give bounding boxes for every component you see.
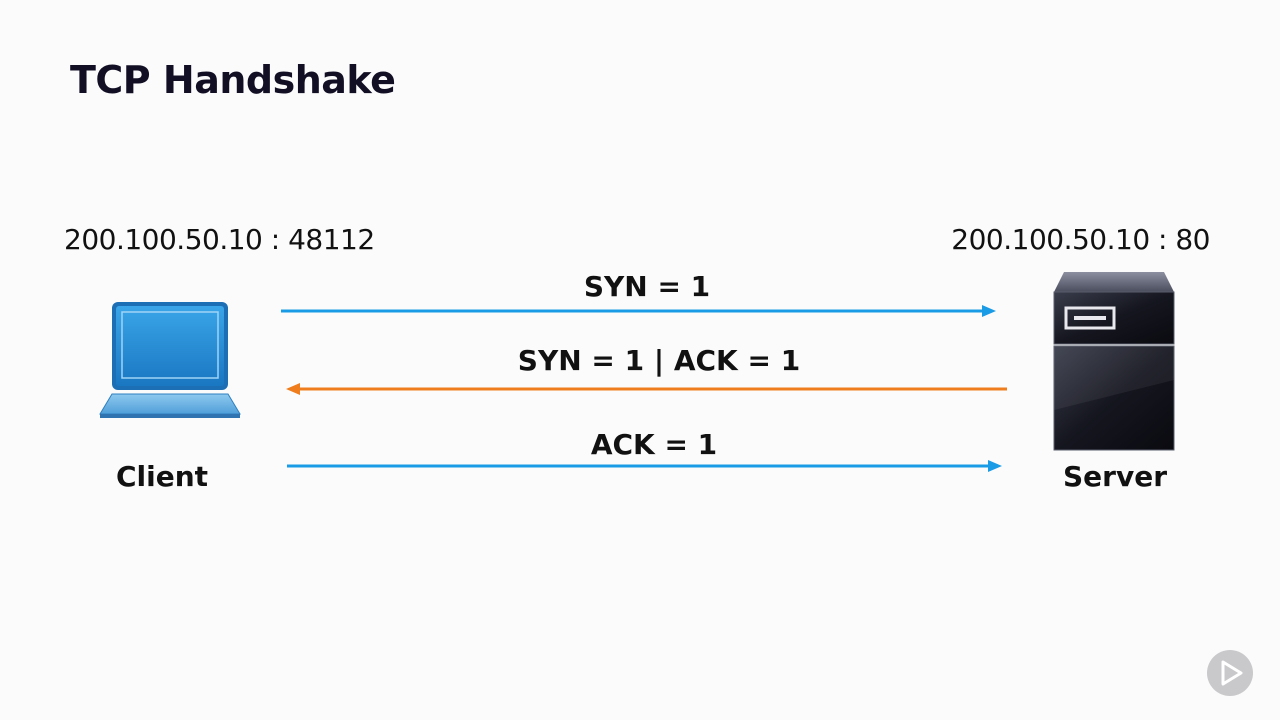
server-address: 200.100.50.10 : 80 (951, 223, 1210, 256)
play-badge[interactable] (1207, 650, 1253, 696)
page-title: TCP Handshake (70, 58, 396, 102)
ack-message-label: ACK = 1 (590, 428, 718, 461)
client-address: 200.100.50.10 : 48112 (64, 223, 375, 256)
ack-arrow (287, 460, 1002, 472)
server-label: Server (1062, 460, 1167, 493)
server-icon (1053, 272, 1175, 451)
client-label: Client (115, 460, 209, 493)
syn-arrow (281, 305, 996, 317)
syn-ack-arrow (286, 383, 1007, 395)
play-icon (1221, 660, 1243, 686)
laptop-icon (99, 302, 241, 418)
syn-ack-message-label: SYN = 1 | ACK = 1 (517, 344, 801, 377)
syn-message-label: SYN = 1 (583, 270, 711, 303)
